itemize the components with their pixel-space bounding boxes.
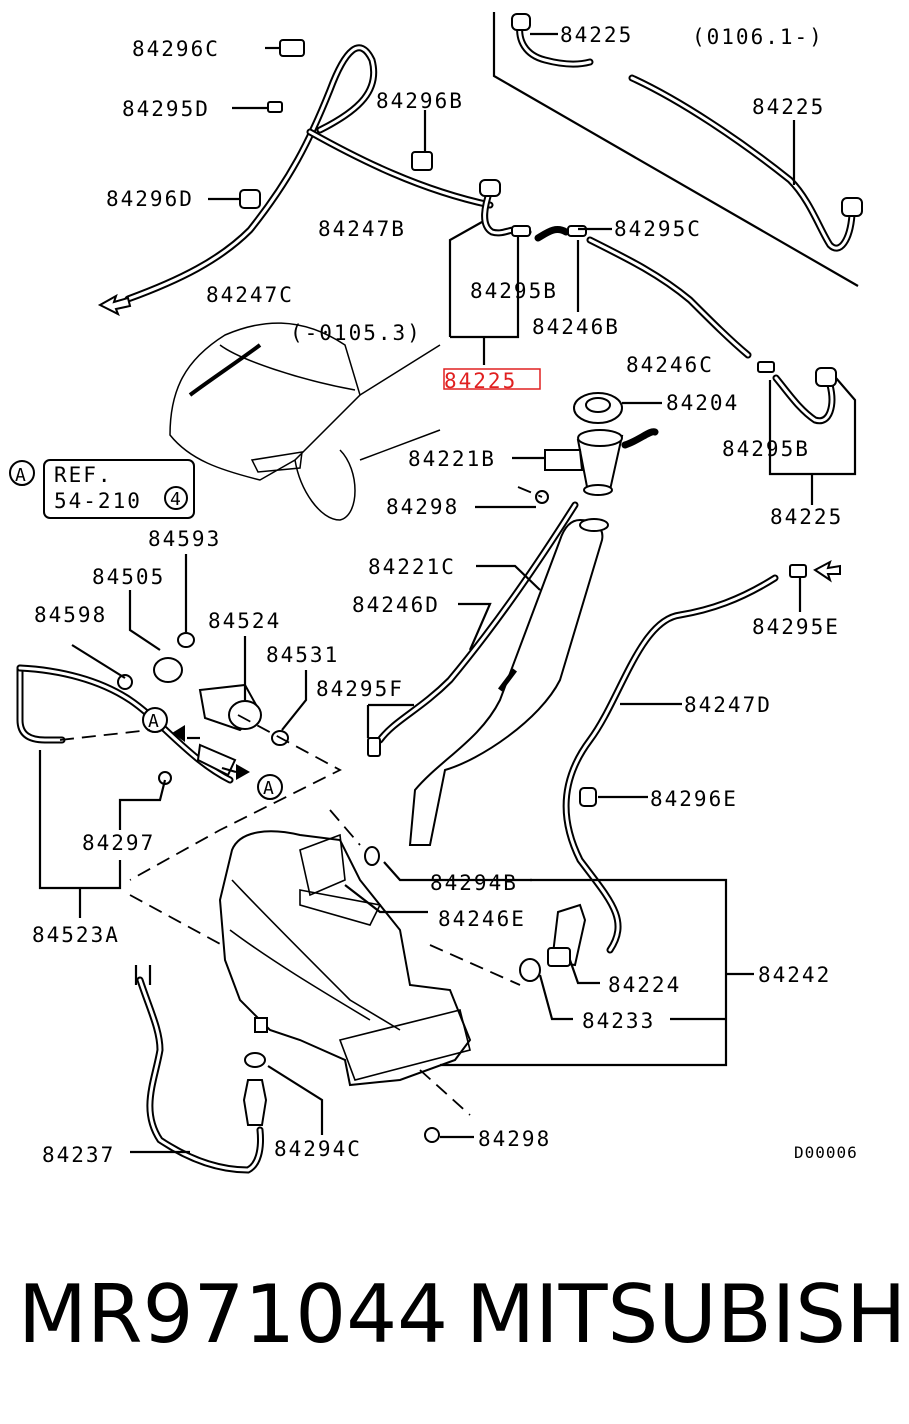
callout-84295B-b: 84295B <box>722 437 810 461</box>
date-range-new: (0106.1-) <box>692 25 824 49</box>
callout-84221B: 84221B <box>408 447 496 471</box>
callout-84523A: 84523A <box>32 923 120 947</box>
callout-84246C: 84246C <box>626 353 714 377</box>
nozzle-set-right <box>757 361 857 505</box>
hose-84247D <box>562 559 841 954</box>
ref-number: 4 <box>170 489 183 510</box>
callout-84225-top: 84225 <box>560 23 633 47</box>
callout-84247D: 84247D <box>684 693 772 717</box>
callout-bracket-center <box>448 221 612 365</box>
nozzle-set-new <box>492 12 863 287</box>
callout-labels: 84296C 84295D 84296B 84225 (0106.1-) 842… <box>15 23 858 1167</box>
callout-84297: 84297 <box>82 831 155 855</box>
callout-84298-a: 84298 <box>386 495 459 519</box>
callout-84296C: 84296C <box>132 37 220 61</box>
callout-84298-b: 84298 <box>478 1127 551 1151</box>
bolt-icon <box>117 674 133 690</box>
connector-marker-a2: A <box>263 778 276 799</box>
callout-84242: 84242 <box>758 963 831 987</box>
callout-84295B-a: 84295B <box>470 279 558 303</box>
part-number: MR971044 <box>18 1268 448 1361</box>
callout-84246B: 84246B <box>532 315 620 339</box>
brand-name: MITSUBISHI <box>466 1268 909 1361</box>
level-sensor <box>130 965 474 1174</box>
callout-84593: 84593 <box>148 527 221 551</box>
date-range-old: (-0105.3) <box>290 321 422 345</box>
ref-label: REF. <box>54 463 113 487</box>
drawing-code: D00006 <box>794 1143 858 1162</box>
car-sketch <box>169 322 441 521</box>
callout-84294C: 84294C <box>274 1137 362 1161</box>
callout-84296E: 84296E <box>650 787 738 811</box>
callout-84246E: 84246E <box>438 907 526 931</box>
reference-box <box>9 459 195 519</box>
callout-84246D: 84246D <box>352 593 440 617</box>
pump-components <box>16 554 342 918</box>
callout-84224: 84224 <box>608 973 681 997</box>
callout-84221C: 84221C <box>368 555 456 579</box>
clip-icon <box>579 787 597 807</box>
washer-tank <box>129 809 532 1116</box>
connector-marker-a1: A <box>148 711 161 732</box>
callout-84531: 84531 <box>266 643 339 667</box>
arrow-left-icon <box>97 293 132 317</box>
top-hose-assembly <box>97 39 752 359</box>
callout-84247B: 84247B <box>318 217 406 241</box>
filler-tube <box>366 501 609 846</box>
filler-neck <box>475 392 662 509</box>
highlight-box <box>443 368 541 390</box>
pump-motor <box>440 878 754 1067</box>
bolt-icon <box>424 1127 440 1143</box>
clip-icon <box>411 151 433 171</box>
callout-84225-right: 84225 <box>752 95 825 119</box>
callout-84233: 84233 <box>582 1009 655 1033</box>
callout-84505: 84505 <box>92 565 165 589</box>
clip-icon <box>279 39 305 57</box>
callout-84598: 84598 <box>34 603 107 627</box>
callout-84294B: 84294B <box>430 871 518 895</box>
callout-84524: 84524 <box>208 609 281 633</box>
callout-84204: 84204 <box>666 391 739 415</box>
arrow-right-icon <box>813 559 841 583</box>
callout-84295F: 84295F <box>316 677 404 701</box>
callout-84247C: 84247C <box>206 283 294 307</box>
ref-section: 54-210 <box>54 489 142 513</box>
callout-84237: 84237 <box>42 1143 115 1167</box>
caption: MR971044 MITSUBISHI <box>0 1252 909 1392</box>
callout-84225-lower: 84225 <box>770 505 843 529</box>
callout-84295E: 84295E <box>752 615 840 639</box>
clip-icon <box>239 189 261 209</box>
callout-84295C: 84295C <box>614 217 702 241</box>
callout-84296D: 84296D <box>106 187 194 211</box>
ref-marker-a: A <box>15 465 28 486</box>
nozzle-icon <box>479 179 501 197</box>
callout-84295D: 84295D <box>122 97 210 121</box>
parts-diagram: 84296C 84295D 84296B 84225 (0106.1-) 842… <box>9 12 863 1174</box>
callout-84225-highlight: 84225 <box>444 369 517 393</box>
callout-84296B: 84296B <box>376 89 464 113</box>
